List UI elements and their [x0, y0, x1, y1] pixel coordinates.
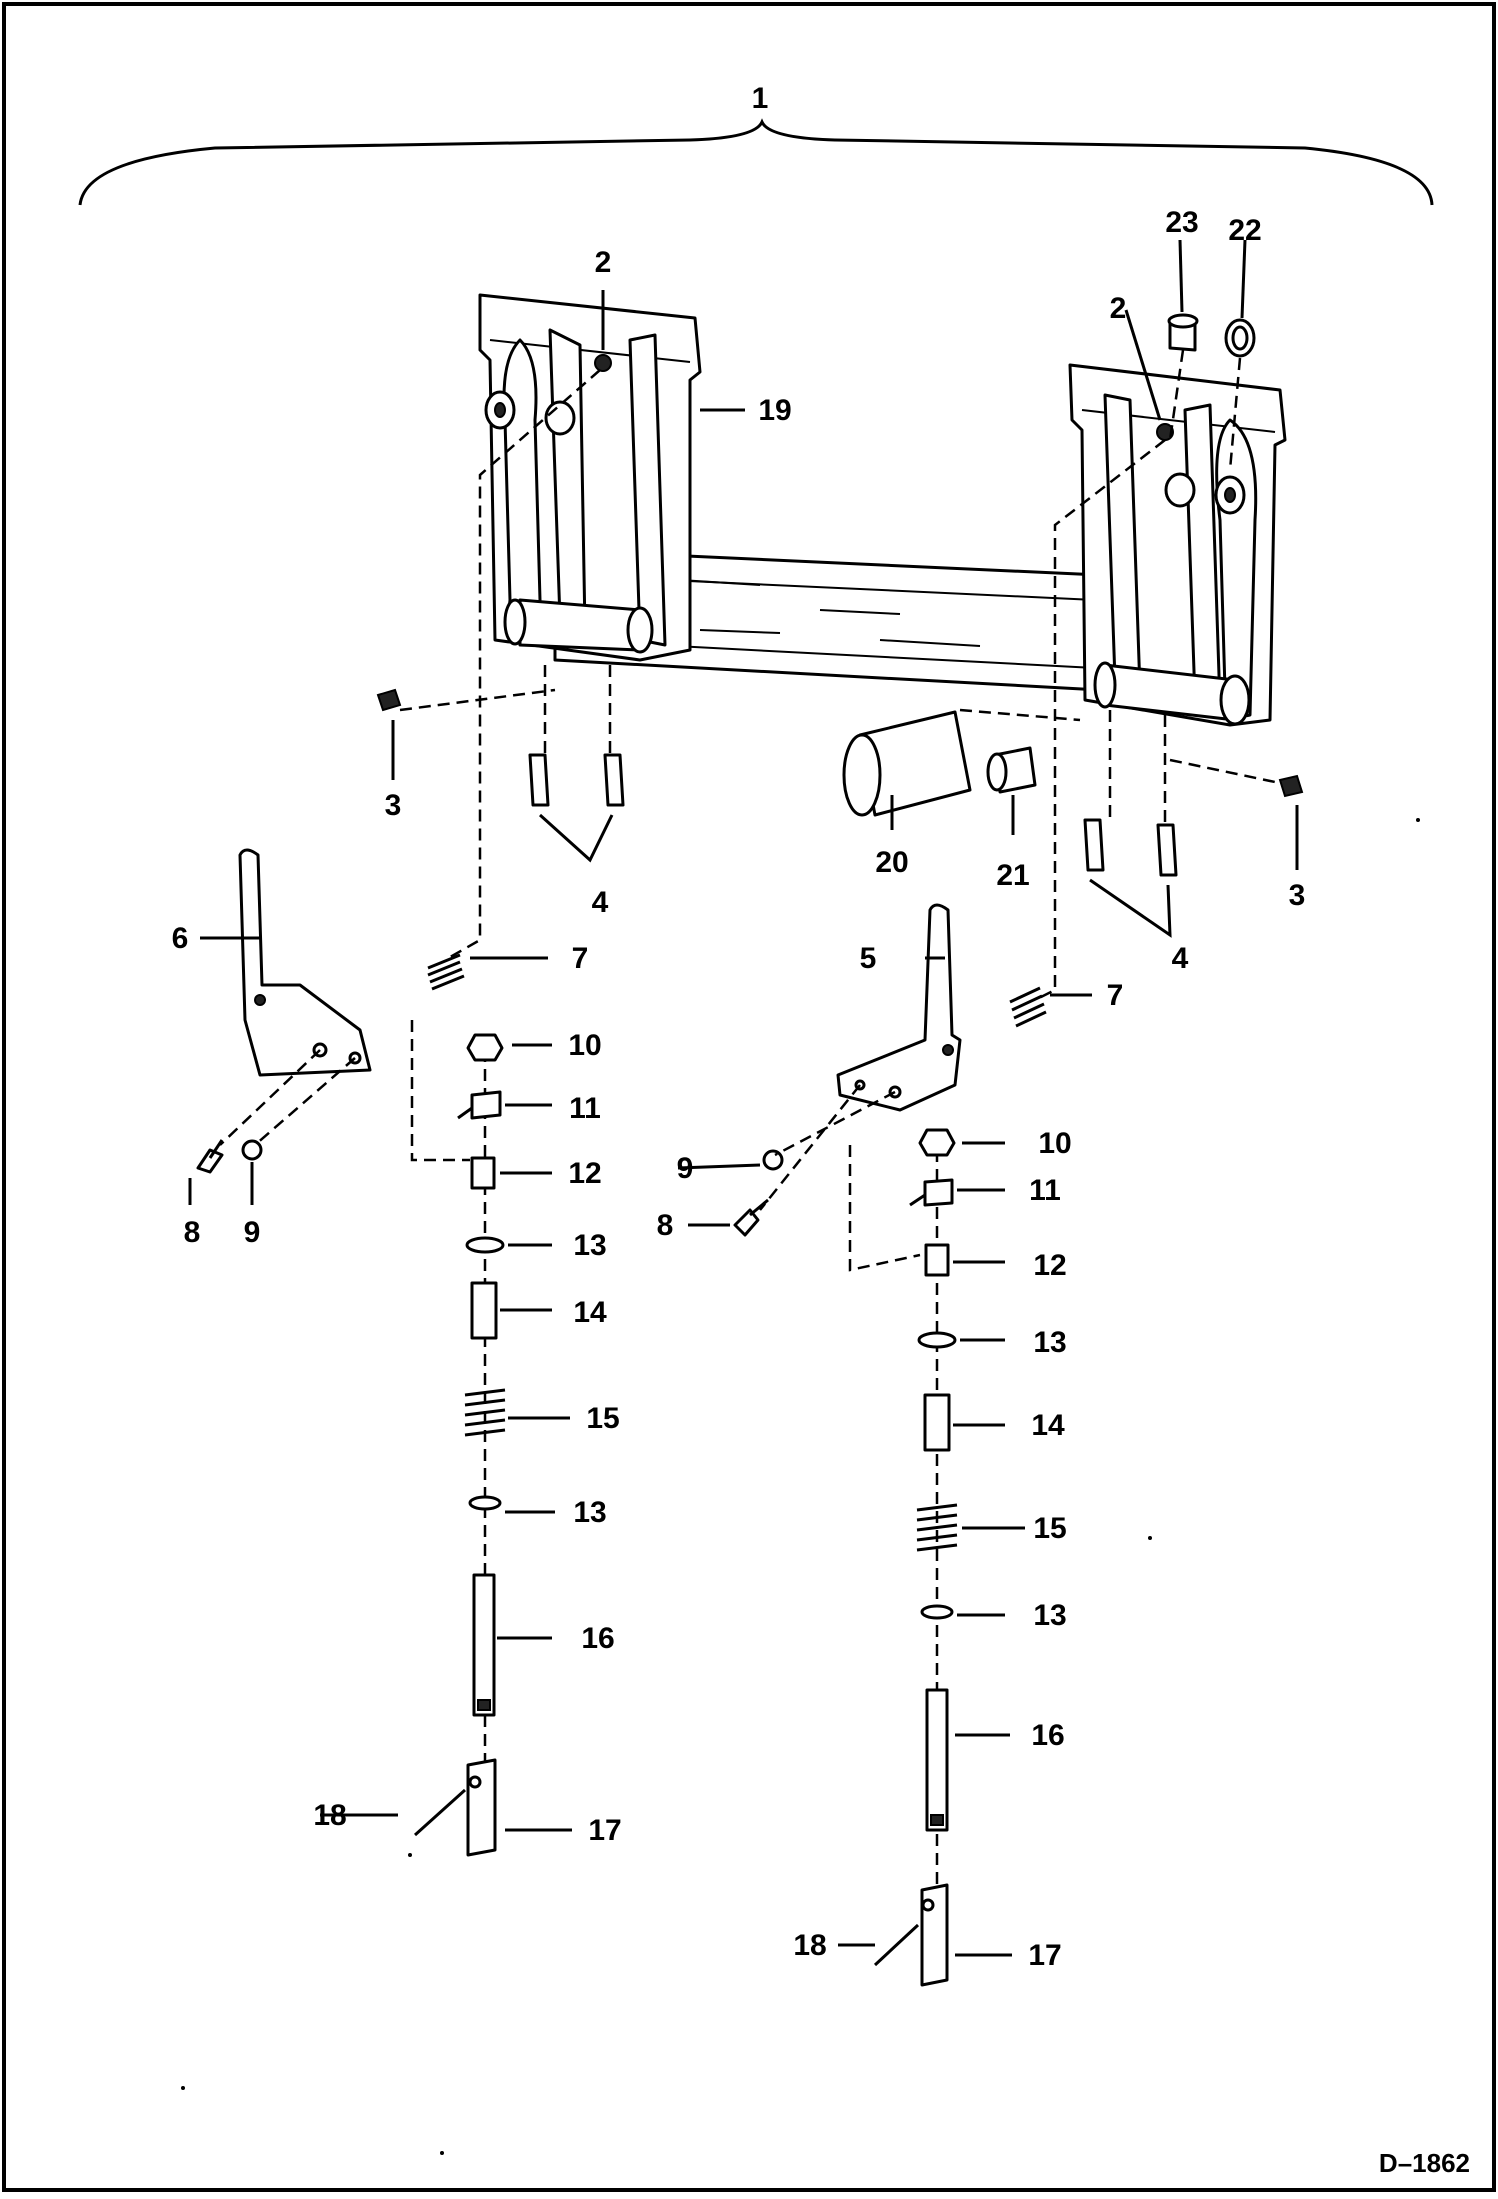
callouts: 1 2 2 3 3 4 4 5 6 7 7 8 8 9 9 10 10 11 1… [172, 82, 1306, 1972]
callout-10-left: 10 [568, 1029, 601, 1062]
bushing-22 [1224, 318, 1256, 358]
bolt-8-right [733, 1198, 769, 1237]
callout-8-right: 8 [657, 1209, 674, 1242]
callout-7-left: 7 [572, 942, 589, 975]
spring-7-right [1009, 986, 1047, 1028]
callout-17-left: 17 [588, 1814, 621, 1847]
callout-14-left: 14 [573, 1296, 607, 1329]
callout-3-left: 3 [385, 789, 402, 822]
callout-10-right: 10 [1038, 1127, 1071, 1160]
handle-5 [836, 903, 962, 1112]
callout-12-right: 12 [1033, 1249, 1066, 1282]
specks [181, 818, 1420, 2155]
callout-2-left: 2 [595, 246, 612, 279]
callout-13-right-upper: 13 [1033, 1326, 1066, 1359]
spring-7-left [427, 953, 465, 991]
callout-7-right: 7 [1107, 979, 1124, 1012]
callout-21: 21 [996, 859, 1029, 892]
callout-13-left-lower: 13 [573, 1496, 606, 1529]
latch-stack-left [413, 1033, 506, 1857]
callout-15-right: 15 [1033, 1512, 1066, 1545]
callout-22: 22 [1228, 214, 1261, 247]
callout-4-left: 4 [592, 886, 609, 919]
callout-2-right: 2 [1110, 292, 1127, 325]
callout-17-right: 17 [1028, 1939, 1061, 1972]
nut-9-left [241, 1139, 263, 1161]
bolt-8-left [196, 1139, 224, 1174]
callout-19: 19 [758, 394, 791, 427]
grease-fitting-3-left [376, 688, 402, 712]
callout-14-right: 14 [1031, 1409, 1065, 1442]
grease-fitting-left [594, 354, 612, 372]
callout-16-left: 16 [581, 1622, 614, 1655]
drawing-number: D–1862 [1379, 2148, 1470, 2178]
callout-23: 23 [1165, 206, 1198, 239]
callout-4-right: 4 [1172, 942, 1189, 975]
bushing-23 [1167, 313, 1199, 352]
callout-11-right: 11 [1029, 1174, 1061, 1207]
grease-fitting-3-right [1278, 774, 1304, 798]
assembly-brace [78, 118, 1434, 206]
callout-8-left: 8 [184, 1216, 201, 1249]
callout-12-left: 12 [568, 1157, 601, 1190]
nut-9-right [762, 1149, 784, 1171]
callout-20: 20 [875, 846, 908, 879]
callout-18-left: 18 [313, 1799, 346, 1832]
callout-5: 5 [860, 942, 877, 975]
assembly-lines [219, 349, 1276, 1272]
callout-9-left: 9 [244, 1216, 261, 1249]
pin-20 [842, 710, 972, 817]
callout-18-right: 18 [793, 1929, 826, 1962]
frame-assembly [478, 293, 1287, 727]
callout-6: 6 [172, 922, 189, 955]
callout-11-left: 11 [569, 1092, 601, 1125]
latch-stack-right [873, 1128, 958, 1987]
clips-4-right [1083, 818, 1178, 877]
handle-6 [238, 848, 372, 1077]
clips-4-left [528, 753, 625, 807]
callout-3-right: 3 [1289, 879, 1306, 912]
leader-lines [188, 239, 1299, 1957]
bushing-21 [986, 746, 1037, 794]
callout-1: 1 [752, 82, 769, 115]
callout-9-right: 9 [677, 1152, 694, 1185]
callout-13-left-upper: 13 [573, 1229, 606, 1262]
callout-13-right-lower: 13 [1033, 1599, 1066, 1632]
callout-16-right: 16 [1031, 1719, 1064, 1752]
callout-15-left: 15 [586, 1402, 619, 1435]
